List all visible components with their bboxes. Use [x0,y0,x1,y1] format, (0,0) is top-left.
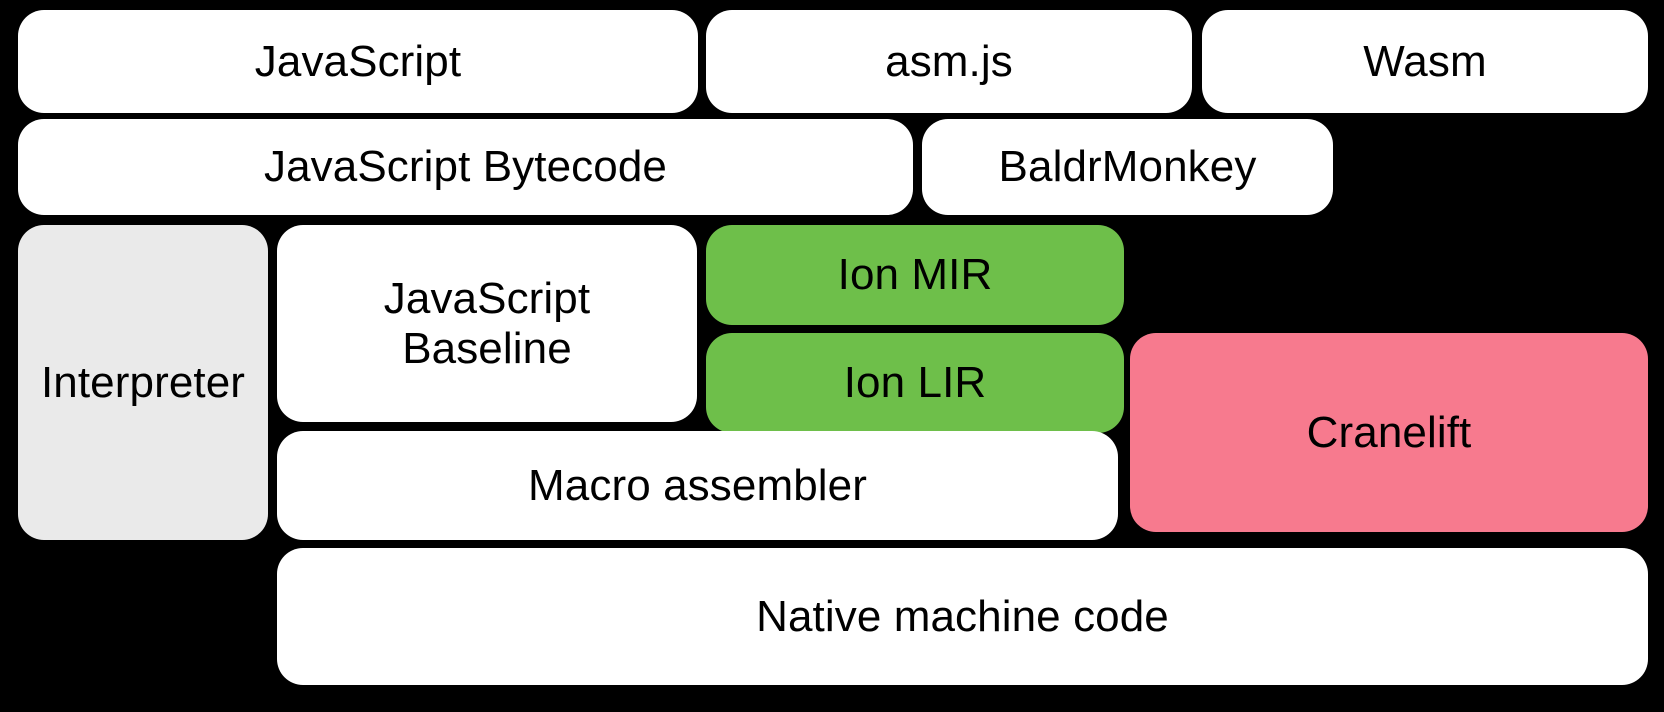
node-javascript-bytecode: JavaScript Bytecode [18,119,913,215]
node-ion-mir: Ion MIR [706,225,1124,325]
node-wasm: Wasm [1202,10,1648,113]
node-asm-js: asm.js [706,10,1192,113]
node-native-machine-code: Native machine code [277,548,1648,685]
node-macro-assembler: Macro assembler [277,431,1118,540]
node-baldrmonkey: BaldrMonkey [922,119,1333,215]
node-javascript-baseline: JavaScript Baseline [277,225,697,422]
node-ion-lir: Ion LIR [706,333,1124,433]
node-interpreter: Interpreter [18,225,268,540]
node-cranelift: Cranelift [1130,333,1648,532]
node-javascript: JavaScript [18,10,698,113]
